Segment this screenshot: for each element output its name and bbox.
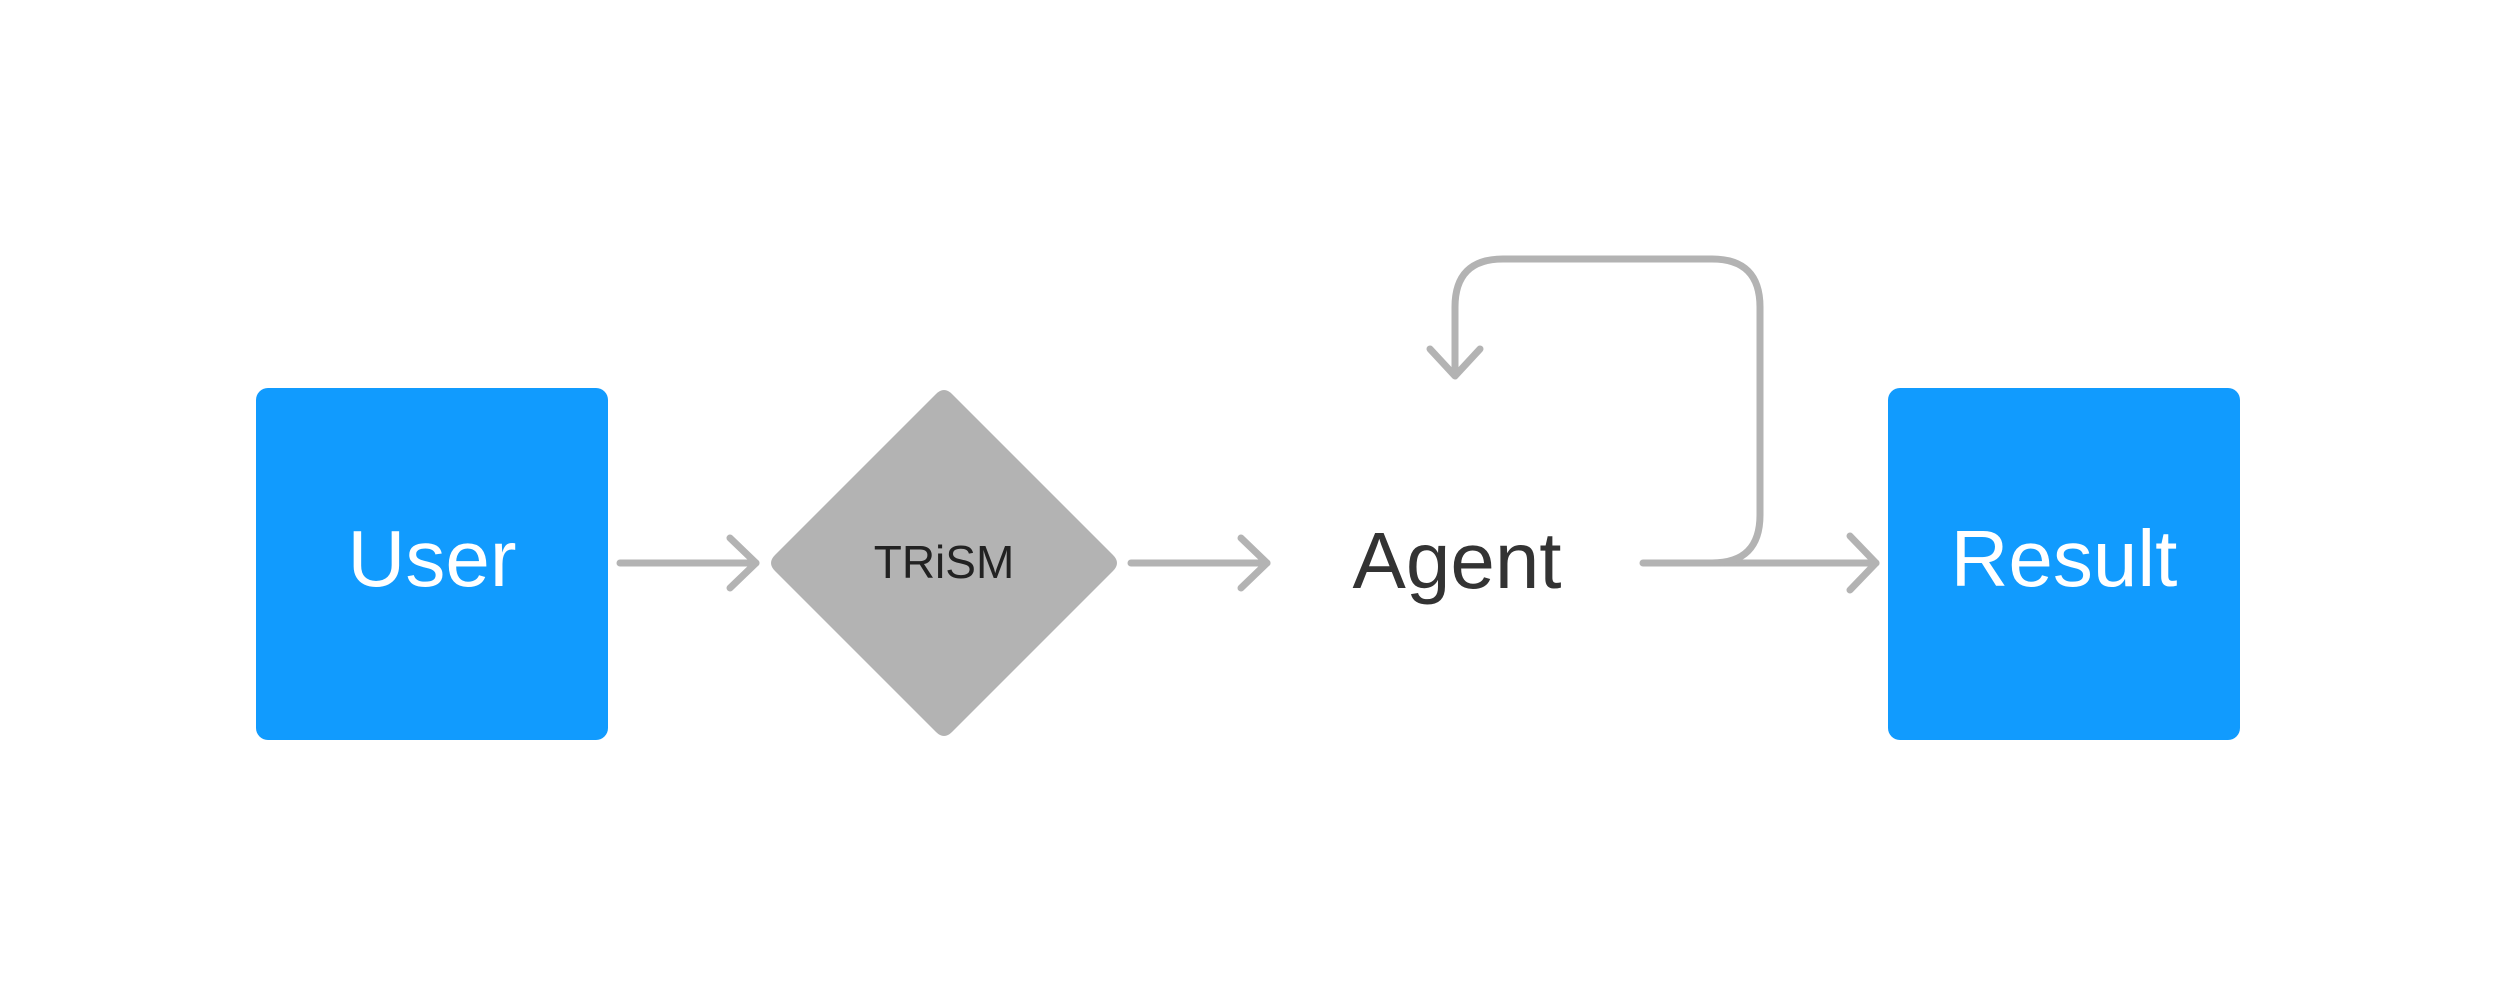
result-box: [1888, 388, 2240, 740]
arrowhead-icon: [1426, 345, 1484, 380]
node-trism[interactable]: TRiSM: [771, 390, 1117, 736]
node-user[interactable]: User: [256, 388, 608, 740]
edge-agent-to-result: [1639, 532, 1880, 594]
edge-user-to-trism: [616, 534, 760, 592]
node-result[interactable]: Result: [1888, 388, 2240, 740]
result-label: Result: [1951, 514, 2178, 603]
agent-label: Agent: [1352, 516, 1561, 605]
arrowhead-icon: [726, 534, 760, 592]
user-label: User: [348, 514, 517, 603]
arrowhead-icon: [1846, 532, 1880, 594]
arrowhead-icon: [1237, 534, 1271, 592]
loop-line: [1451, 255, 1764, 567]
edge-trism-to-agent: [1127, 534, 1271, 592]
edge-agent-loop: [1426, 255, 1764, 567]
trism-label: TRiSM: [874, 536, 1015, 588]
node-agent[interactable]: Agent: [1352, 516, 1561, 605]
user-box: [256, 388, 608, 740]
trism-diamond: [771, 390, 1117, 736]
